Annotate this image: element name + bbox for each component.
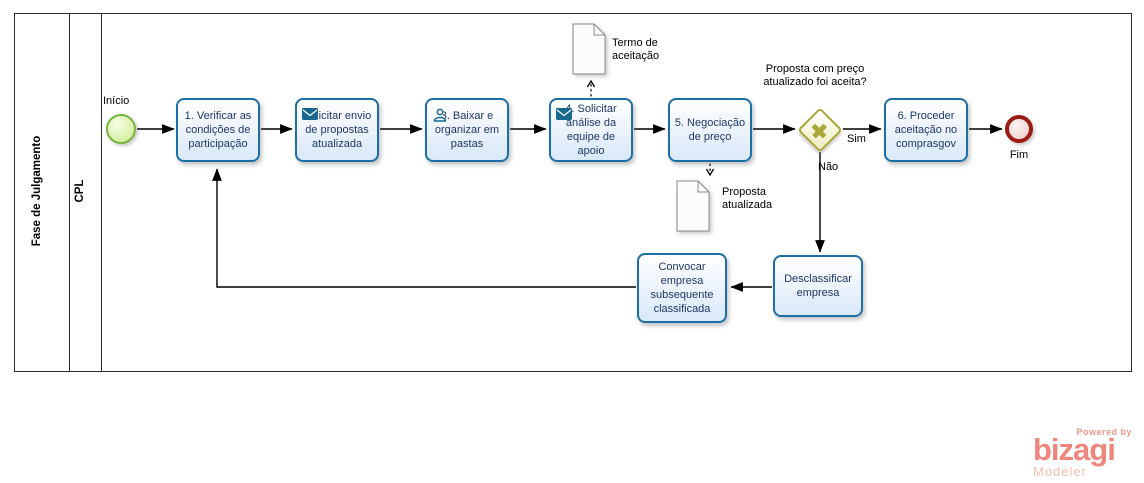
document-proposta-atualizada[interactable] bbox=[676, 180, 710, 232]
lane-title-cpl: CPL bbox=[74, 179, 86, 203]
pool-title: Fase de Julgamento bbox=[31, 135, 43, 247]
end-event-label: Fim bbox=[1009, 149, 1029, 161]
modeler-text: Modeler bbox=[1033, 464, 1087, 479]
task-4-label: 4. Solicitar análise da equipe de apoio bbox=[565, 103, 617, 157]
task-5-negociacao-preco[interactable]: 5. Negociação de preço bbox=[668, 98, 752, 162]
start-event-label: Início bbox=[103, 95, 130, 107]
task-4-solicitar-analise[interactable]: 4. Solicitar análise da equipe de apoio bbox=[549, 98, 633, 162]
task-3-label: 3. Baixar e organizar em pastas bbox=[434, 110, 500, 150]
bizagi-wordmark: bizagi bbox=[1033, 432, 1116, 467]
powered-by-text: Powered by bbox=[1076, 427, 1132, 437]
bizagi-logo: Powered by bizagi Modeler bbox=[1033, 427, 1135, 479]
task-desclassificar-empresa[interactable]: Desclassificar empresa bbox=[773, 255, 863, 317]
task-1-label: 1. Verificar as condições de participaçã… bbox=[184, 110, 252, 150]
task-1-verificar-condicoes[interactable]: 1. Verificar as condições de participaçã… bbox=[176, 98, 260, 162]
user-icon bbox=[433, 108, 447, 122]
gateway-question-label: Proposta com preço atualizado foi aceita… bbox=[763, 63, 867, 88]
end-event[interactable] bbox=[1005, 115, 1033, 143]
task-2-solicitar-envio[interactable]: Solicitar envio de propostas atualizada bbox=[295, 98, 379, 162]
task-3-baixar-organizar[interactable]: 3. Baixar e organizar em pastas bbox=[425, 98, 509, 162]
envelope-icon bbox=[556, 108, 572, 120]
task-desclassificar-label: Desclassificar empresa bbox=[784, 273, 852, 299]
gateway-yes-label: Sim bbox=[847, 133, 866, 145]
task-2-label: Solicitar envio de propostas atualizada bbox=[302, 110, 372, 150]
lane-header-cpl[interactable] bbox=[69, 14, 102, 371]
task-6-proceder-aceitacao[interactable]: 6. Proceder aceitação no comprasgov bbox=[884, 98, 968, 162]
gateway-no-label: Não bbox=[818, 161, 839, 173]
envelope-icon bbox=[302, 108, 318, 120]
start-event[interactable] bbox=[106, 114, 136, 144]
document-termo-aceitacao[interactable] bbox=[572, 23, 606, 75]
task-5-label: 5. Negociação de preço bbox=[674, 117, 746, 143]
task-6-label: 6. Proceder aceitação no comprasgov bbox=[894, 110, 958, 150]
pool-header[interactable] bbox=[15, 14, 70, 371]
task-convocar-label: Convocar empresa subsequente classificad… bbox=[650, 261, 714, 315]
document-termo-label: Termo de aceitação bbox=[612, 37, 660, 62]
task-convocar-empresa[interactable]: Convocar empresa subsequente classificad… bbox=[637, 253, 727, 323]
document-proposta-label: Proposta atualizada bbox=[722, 186, 773, 211]
